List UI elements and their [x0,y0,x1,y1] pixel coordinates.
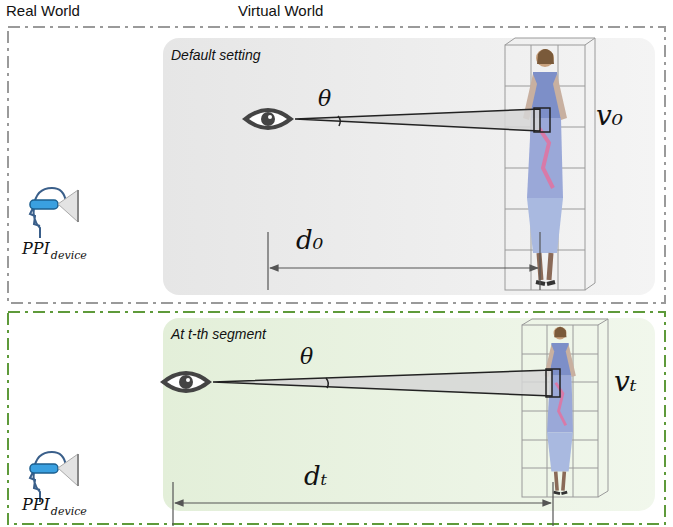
eye-icon [160,371,212,393]
view-cone [295,109,540,131]
default-panel: Default setting θ v₀ d₀ [163,38,655,295]
angle-arc [326,378,328,388]
headset-icon [30,188,78,238]
device-label: PPI [22,240,50,258]
person-figure [523,49,567,284]
real-world-frame: PPIdevice Default setting θ v₀ d₀ [8,27,665,303]
panel-heading: At t-th segment [171,326,266,342]
world-heading: Virtual World [238,2,323,19]
device-subscript: device [51,506,87,519]
world-heading: Real World [6,2,80,19]
device-label: PPI [22,496,50,514]
dimension-line [173,482,553,526]
view-cone [213,370,552,396]
headset-icon [30,452,78,502]
voxel-cell [534,108,550,132]
angle-arc [338,116,340,126]
frame-border [8,312,665,524]
voxel-label: vₜ [614,366,637,398]
panel-heading: Default setting [171,47,261,63]
segment-panel: At t-th segment θ vₜ dₜ [163,318,655,511]
voxel-cell [546,369,560,397]
voxel-label: v₀ [596,100,623,132]
person-figure [544,327,576,494]
angle-label: θ [300,344,313,369]
voxel-grid [522,319,608,497]
panel-ground [163,38,655,295]
distance-label: dₜ [304,462,327,492]
distance-label: d₀ [296,226,323,256]
panel-ground [163,318,655,511]
device-subscript: device [51,250,87,263]
voxel-grid [505,38,595,290]
eye-icon [242,108,294,130]
frame-border [8,27,665,303]
real-world-frame: PPIdevice At t-th segment θ vₜ dₜ [8,312,665,524]
angle-label: θ [318,86,331,111]
